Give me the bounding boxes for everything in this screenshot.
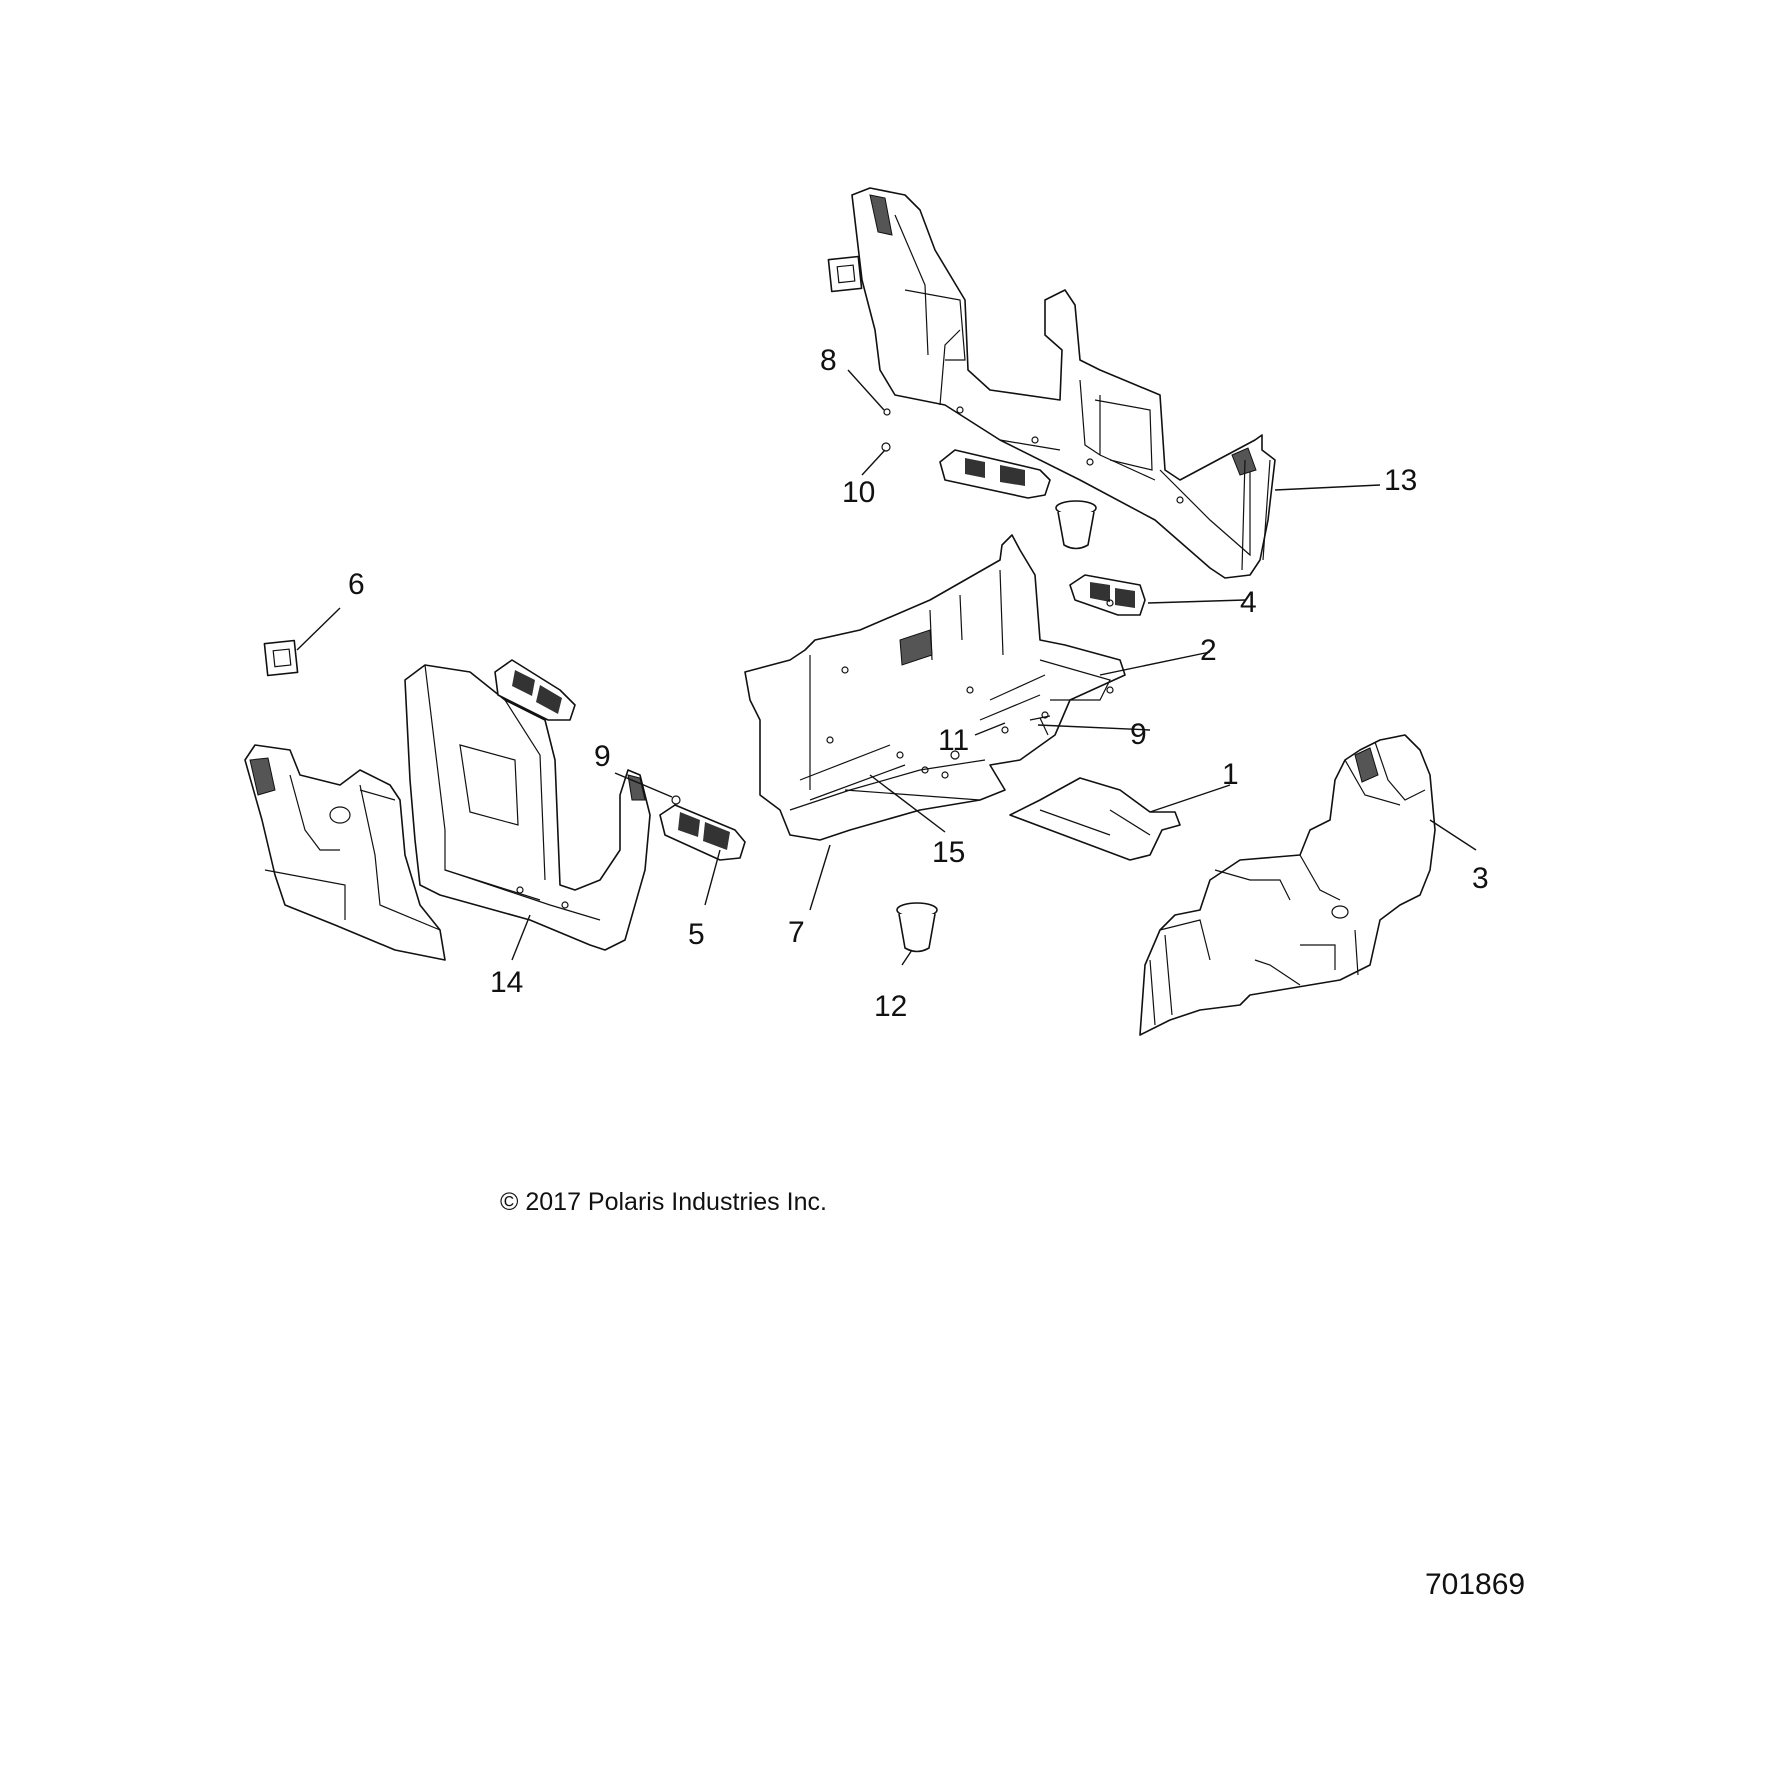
callout-8: 8 xyxy=(820,344,837,377)
footrest-side xyxy=(494,659,576,721)
leader-lines xyxy=(296,369,1477,966)
part-6-outer-panel xyxy=(244,639,446,961)
callout-14: 14 xyxy=(490,966,523,999)
callout-10: 10 xyxy=(842,476,875,509)
callout-4: 4 xyxy=(1240,586,1257,619)
callouts: 1 2 3 4 5 6 7 8 9 9 10 11 12 13 14 15 xyxy=(348,344,1489,1023)
callout-2: 2 xyxy=(1200,634,1217,667)
callout-13: 13 xyxy=(1384,464,1417,497)
part-3-front-panel xyxy=(1139,734,1436,1036)
callout-11: 11 xyxy=(938,724,969,757)
callout-5: 5 xyxy=(688,918,705,951)
callout-6: 6 xyxy=(348,568,365,601)
copyright-notice: © 2017 Polaris Industries Inc. xyxy=(500,1188,827,1216)
callout-1: 1 xyxy=(1222,758,1239,791)
part-1-skid-plate xyxy=(1009,777,1181,861)
part-10-footrest xyxy=(939,449,1051,499)
part-14-side-panel xyxy=(404,664,651,951)
part-7-floor-pan xyxy=(744,534,1126,841)
part-13-rear-panel xyxy=(827,187,1276,579)
part-4-footrest xyxy=(1069,574,1146,616)
part-5-footrest xyxy=(659,804,746,861)
callout-9-left: 9 xyxy=(594,740,611,773)
callout-3: 3 xyxy=(1472,862,1489,895)
callout-12: 12 xyxy=(874,990,907,1023)
callout-7: 7 xyxy=(788,916,805,949)
part-12-cup-holder xyxy=(896,902,938,953)
callout-9-right: 9 xyxy=(1130,718,1147,751)
figure-number: 701869 xyxy=(1425,1568,1526,1601)
callout-15: 15 xyxy=(932,836,965,869)
cup-holder-upper xyxy=(1055,500,1097,550)
fasteners xyxy=(671,408,1114,805)
